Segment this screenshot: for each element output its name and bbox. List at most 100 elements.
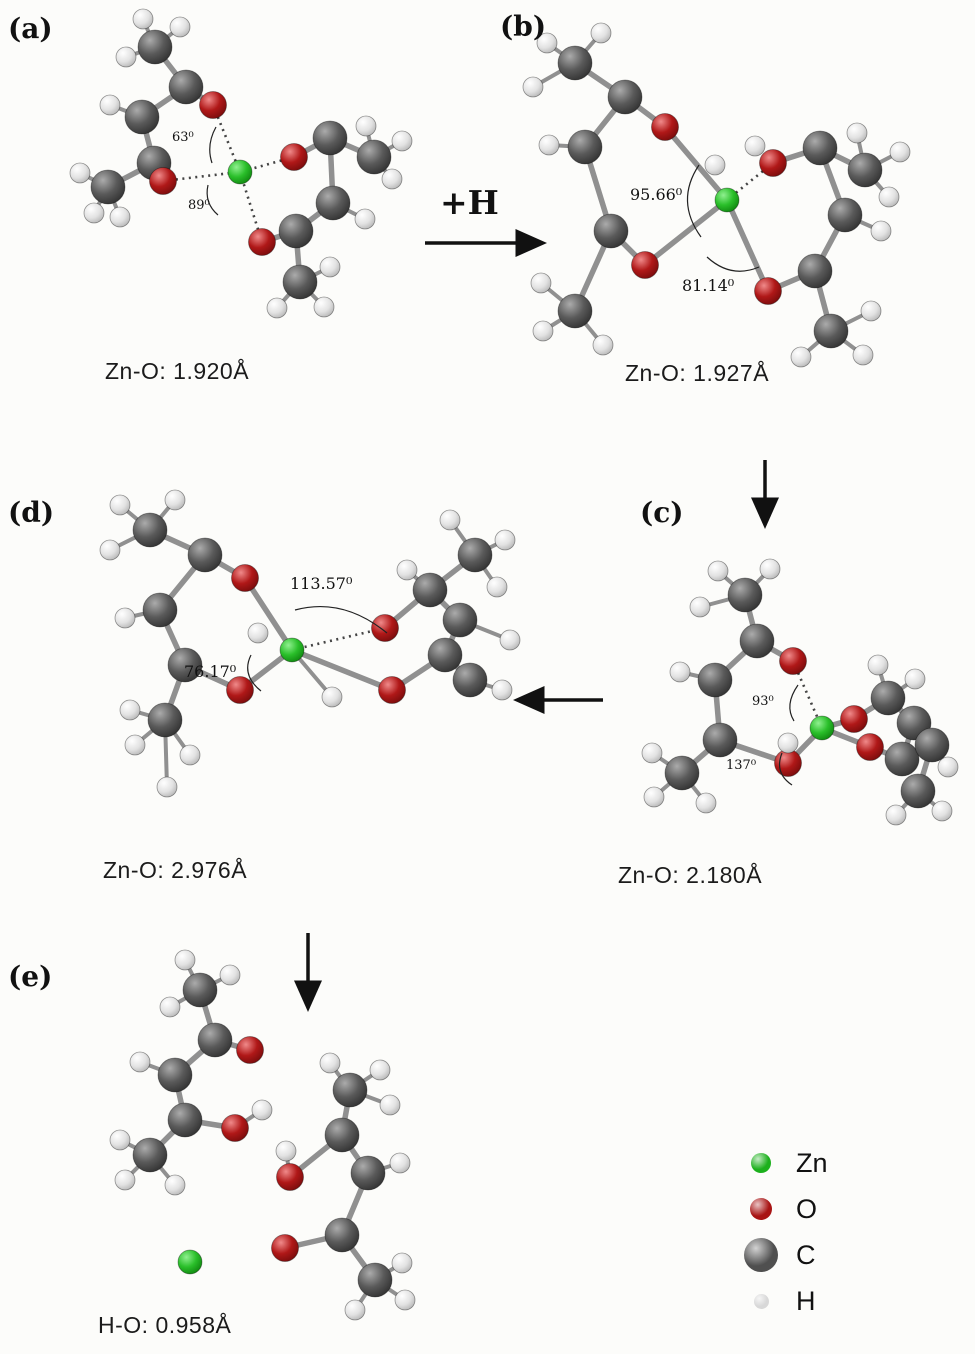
c-atom [870, 680, 906, 716]
h-atom [83, 202, 105, 224]
h-atom [115, 46, 137, 68]
angle-arc [206, 184, 219, 216]
bond [662, 124, 730, 203]
c-atom [593, 213, 629, 249]
h-atom [867, 654, 889, 676]
caption-a: Zn-O: 1.920Å [105, 358, 250, 384]
h-atom-icon [753, 1293, 769, 1309]
angle-label: 63⁰ [172, 130, 194, 145]
h-atom [522, 76, 544, 98]
angle-label: 76.17⁰ [184, 662, 237, 681]
c-atom [356, 139, 392, 175]
c-atom [727, 577, 763, 613]
molecule-e [109, 949, 416, 1321]
o-atom [199, 91, 227, 119]
h-atom [275, 1140, 297, 1162]
angle-arc [209, 126, 217, 164]
h-atom [852, 344, 874, 366]
h-atom [744, 135, 766, 157]
c-atom [182, 972, 218, 1008]
o-atom [378, 676, 406, 704]
h-atom [689, 596, 711, 618]
h-atom [109, 206, 131, 228]
c-atom [157, 1057, 193, 1093]
caption-c: Zn-O: 2.180Å [618, 862, 763, 888]
c-atom [567, 129, 603, 165]
c-atom [442, 602, 478, 638]
h-atom [860, 300, 882, 322]
h-atom [369, 1059, 391, 1081]
h-atom [344, 1299, 366, 1321]
legend-label-h: H [796, 1285, 816, 1316]
c-atom [350, 1155, 386, 1191]
c-atom [457, 537, 493, 573]
panel-label-b: (b) [500, 10, 547, 43]
c-atom [324, 1217, 360, 1253]
h-atom [532, 320, 554, 342]
c-atom [132, 512, 168, 548]
o-atom [856, 733, 884, 761]
o-atom [631, 251, 659, 279]
o-atom [774, 749, 802, 777]
o-atom [840, 705, 868, 733]
h-atom [164, 489, 186, 511]
c-atom [739, 623, 775, 659]
zn-atom [177, 1249, 203, 1275]
o-atom [754, 277, 782, 305]
c-atom [827, 197, 863, 233]
o-atom [371, 614, 399, 642]
zn-atom [279, 637, 305, 663]
c-atom [137, 29, 173, 65]
h-atom [643, 786, 665, 808]
h-atom [179, 744, 201, 766]
legend-label-c: C [796, 1239, 816, 1270]
zn-atom-icon [751, 1153, 771, 1173]
c-atom [324, 1117, 360, 1153]
c-atom [914, 727, 950, 763]
h-atom [132, 8, 154, 30]
c-atom [802, 130, 838, 166]
c-atom [702, 722, 738, 758]
h-atom [878, 186, 900, 208]
reaction-label-plus-h: +H [440, 183, 499, 222]
c-atom-icon [744, 1238, 778, 1272]
c-atom [900, 773, 936, 809]
angle-arc [247, 654, 262, 692]
c-atom [278, 213, 314, 249]
h-atom [641, 742, 663, 764]
h-atom [590, 22, 612, 44]
molecule-c [641, 558, 959, 826]
h-atom [592, 334, 614, 356]
c-atom [884, 741, 920, 777]
angle-arc [789, 684, 799, 722]
h-atom [119, 699, 141, 721]
o-atom [651, 113, 679, 141]
h-atom [389, 1152, 411, 1174]
angle-label: 137⁰ [726, 758, 757, 773]
angle-label: 95.66⁰ [630, 185, 683, 204]
bond [724, 197, 771, 294]
h-atom [486, 576, 508, 598]
h-atom [319, 256, 341, 278]
angle-label: 113.57⁰ [290, 574, 353, 593]
h-atom [99, 539, 121, 561]
h-atom [870, 220, 892, 242]
h-atom [669, 661, 691, 683]
c-atom [147, 702, 183, 738]
h-atom [313, 296, 335, 318]
o-atom [226, 676, 254, 704]
bond [289, 647, 395, 693]
o-atom [271, 1234, 299, 1262]
angle-arc [294, 605, 388, 634]
angle-arc [706, 256, 760, 272]
h-atom [904, 668, 926, 690]
c-atom [312, 120, 348, 156]
h-atom [491, 679, 513, 701]
molecule-d [99, 489, 521, 798]
c-atom [168, 69, 204, 105]
legend-row-h: H [742, 1278, 828, 1324]
h-atom [156, 776, 178, 798]
zn-atom [809, 715, 835, 741]
o-atom-icon [750, 1198, 772, 1220]
